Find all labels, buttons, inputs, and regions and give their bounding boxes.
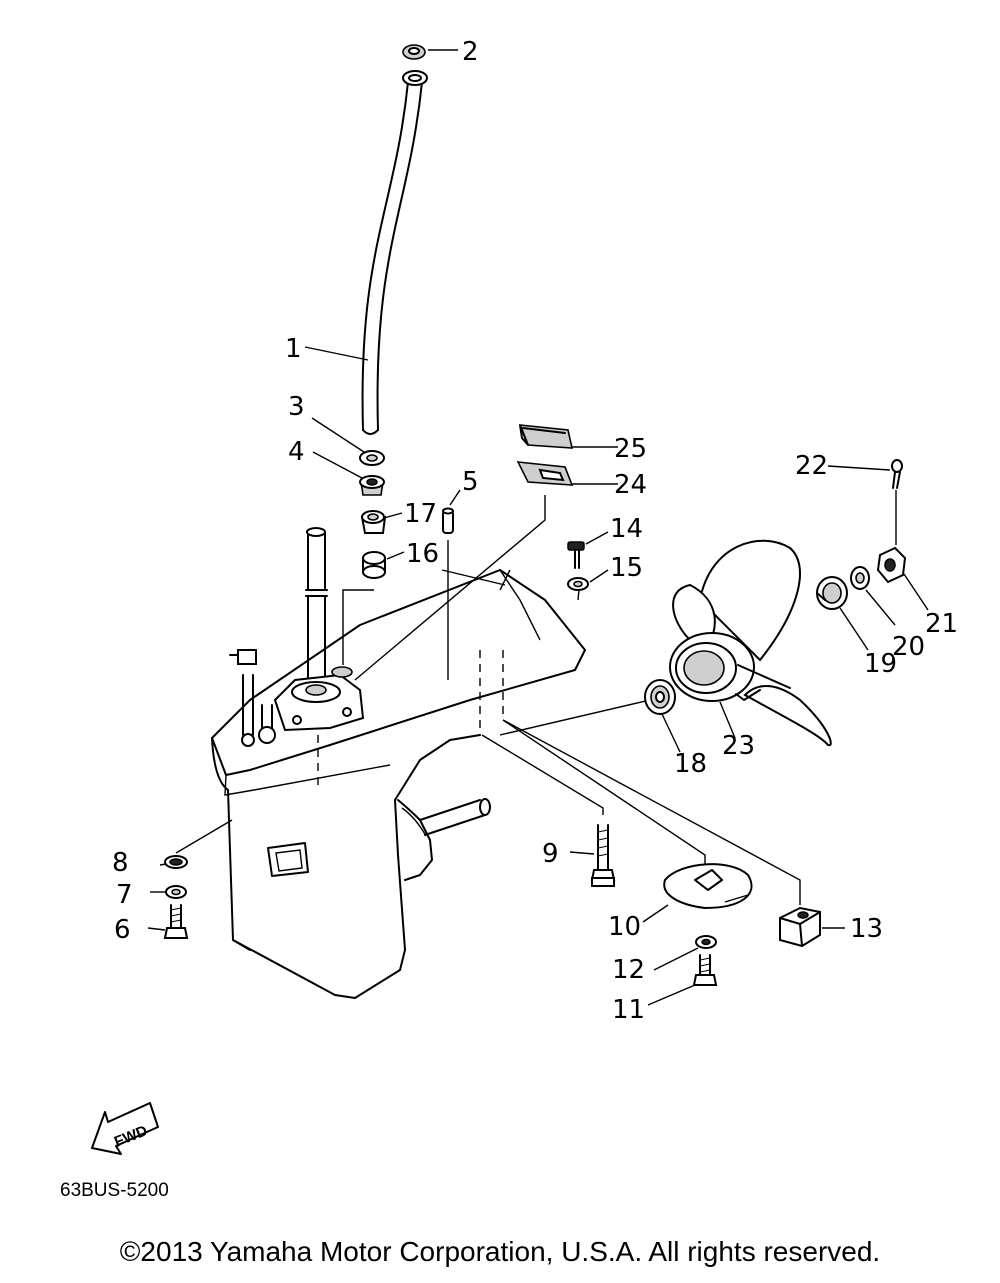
water-pump-housing: [273, 666, 365, 732]
callout-12: 12: [612, 955, 645, 985]
callout-11: 11: [612, 995, 645, 1025]
callout-17: 17: [404, 499, 437, 529]
bolt-6[interactable]: [163, 904, 189, 939]
callout-14: 14: [610, 514, 643, 544]
spacer[interactable]: [816, 576, 848, 610]
callout-9: 9: [542, 839, 559, 869]
propeller[interactable]: [669, 539, 832, 747]
thrust-washer[interactable]: [644, 679, 676, 715]
callout-4: 4: [288, 437, 305, 467]
callout-8: 8: [112, 848, 129, 878]
dowel-pin[interactable]: [442, 507, 454, 534]
callout-24: 24: [614, 470, 647, 500]
shift-rod: [229, 649, 276, 747]
callout-7: 7: [116, 880, 133, 910]
washer-15[interactable]: [567, 577, 589, 591]
callout-22: 22: [795, 451, 828, 481]
callout-21: 21: [925, 609, 958, 639]
callout-2: 2: [462, 37, 479, 67]
callout-5: 5: [462, 467, 479, 497]
fwd-arrow-icon: FWD: [91, 1102, 159, 1155]
trim-tab-pad-bottom[interactable]: [516, 461, 574, 486]
callout-25: 25: [614, 434, 647, 464]
callout-3: 3: [288, 392, 305, 422]
copyright-notice: ©2013 Yamaha Motor Corporation, U.S.A. A…: [119, 1236, 881, 1267]
washer-20[interactable]: [850, 566, 870, 590]
grommet-mid[interactable]: [359, 475, 385, 496]
anode-block[interactable]: [779, 906, 821, 948]
callout-20: 20: [892, 632, 925, 662]
callout-10: 10: [608, 912, 641, 942]
drive-shaft: [305, 527, 328, 691]
grommet-top[interactable]: [402, 44, 426, 60]
callout-6: 6: [114, 915, 131, 945]
callout-leaders: [147, 49, 929, 1006]
washer-7[interactable]: [165, 885, 187, 899]
callout-13: 13: [850, 914, 883, 944]
trim-tab[interactable]: [663, 863, 753, 910]
fwd-label: FWD: [112, 1122, 150, 1151]
callout-23: 23: [722, 731, 755, 761]
trim-tab-pad-top[interactable]: [518, 424, 574, 449]
callout-18: 18: [674, 749, 707, 779]
bolt-11[interactable]: [692, 954, 718, 986]
callout-19: 19: [864, 649, 897, 679]
collar[interactable]: [362, 551, 386, 579]
cotter-pin[interactable]: [891, 459, 903, 489]
water-tube[interactable]: [361, 70, 428, 435]
drawing-code: 63BUS-5200: [60, 1180, 169, 1201]
callout-15: 15: [610, 553, 643, 583]
lower-casing: [211, 569, 586, 999]
propeller-nut[interactable]: [876, 546, 907, 584]
callout-16: 16: [406, 539, 439, 569]
callout-numbers: 1 2 3 4 5 6 7 8 9 10 11 12 13 14 15 16 1…: [112, 37, 958, 1025]
bushing[interactable]: [360, 510, 387, 534]
washer-8[interactable]: [164, 855, 188, 869]
bolt-9[interactable]: [590, 824, 616, 887]
bolt-14[interactable]: [567, 541, 585, 569]
callout-1: 1: [285, 334, 302, 364]
washer-12[interactable]: [695, 935, 717, 949]
seal-ring[interactable]: [359, 450, 385, 466]
